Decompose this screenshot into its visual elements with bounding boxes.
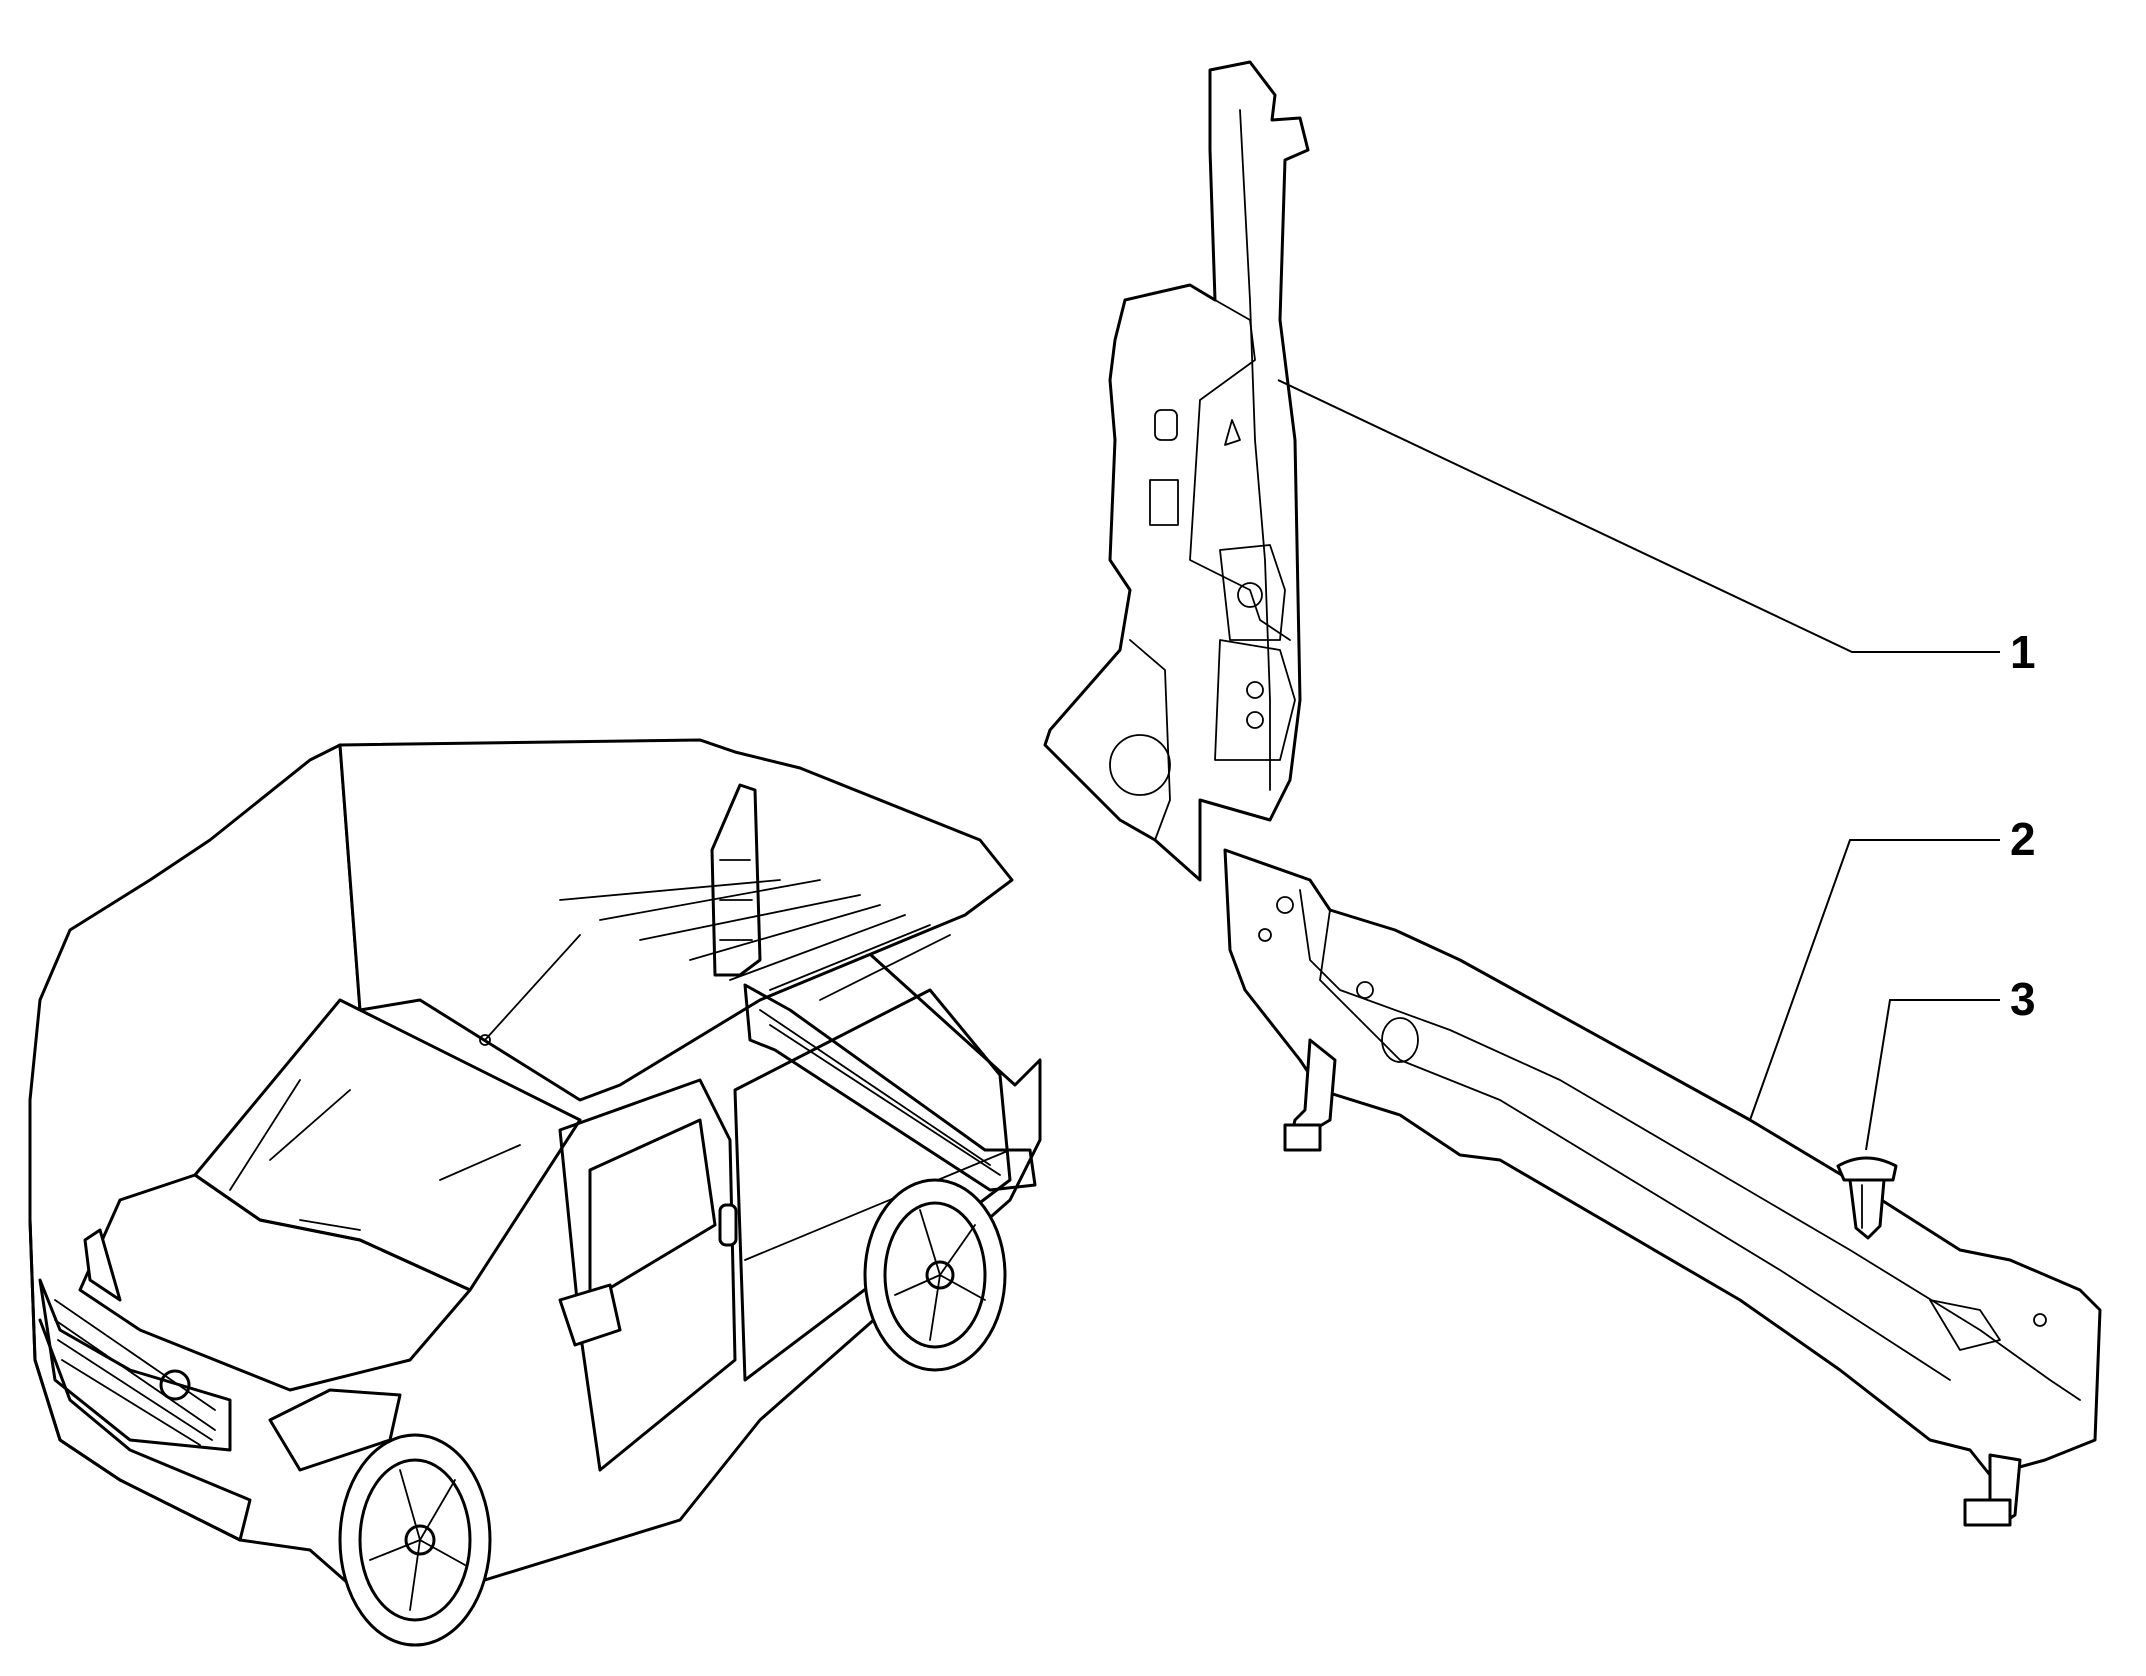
headlight xyxy=(268,1388,402,1472)
sliding-door xyxy=(733,988,1012,1382)
antenna xyxy=(484,934,581,1041)
callout-3: 3 xyxy=(2010,973,2036,1025)
part-1-pillar xyxy=(1043,60,1310,882)
part-2-crossmember xyxy=(1223,848,2102,1527)
front-wheel xyxy=(338,1433,492,1647)
vehicle-illustration xyxy=(28,738,1042,1647)
side-mirror xyxy=(558,1283,622,1347)
vehicle-pillar-highlight xyxy=(710,783,1037,1192)
part-3-clip xyxy=(1836,1156,1898,1240)
side-window xyxy=(588,1118,717,1302)
logo-emblem xyxy=(159,1369,191,1401)
leader-line-2 xyxy=(1749,839,2000,1121)
leader-line-3 xyxy=(1865,999,2000,1151)
hood xyxy=(78,1173,472,1392)
rear-wheel xyxy=(863,1178,1007,1372)
callout-2: 2 xyxy=(2010,813,2036,865)
callout-1: 1 xyxy=(2010,626,2036,678)
leader-line-1 xyxy=(1277,379,2000,653)
vehicle-roof xyxy=(338,738,1014,1102)
